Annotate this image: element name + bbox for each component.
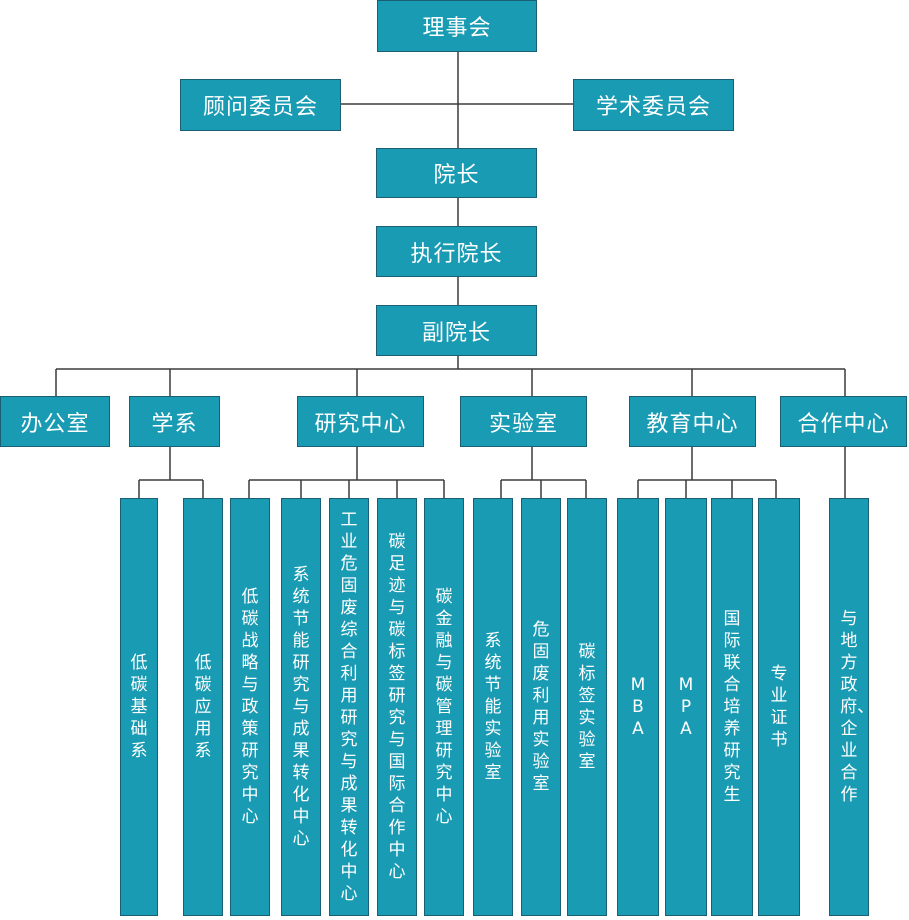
education-item-certificate: 专业证书 (758, 498, 800, 916)
research-item-carbon-footprint: 碳足迹与碳标签研究与国际合作中心 (377, 498, 417, 916)
department-item-applied: 低碳应用系 (183, 498, 223, 916)
board-node: 理事会 (377, 0, 537, 52)
office-node: 办公室 (0, 396, 110, 447)
education-center-node: 教育中心 (629, 396, 756, 447)
lab-item-solid-waste: 危固废利用实验室 (521, 498, 561, 916)
laboratory-node: 实验室 (460, 396, 587, 447)
executive-dean-node: 执行院长 (376, 226, 537, 277)
research-item-energy-saving: 系统节能研究与成果转化中心 (281, 498, 321, 916)
education-item-joint-postgrad: 国际联合培养研究生 (711, 498, 753, 916)
vice-dean-node: 副院长 (376, 305, 537, 356)
research-item-solid-waste: 工业危固废综合利用研究与成果转化中心 (329, 498, 369, 916)
education-item-mpa: MPA (665, 498, 707, 916)
research-item-carbon-finance: 碳金融与碳管理研究中心 (424, 498, 464, 916)
department-node: 学系 (129, 396, 220, 447)
research-center-node: 研究中心 (297, 396, 424, 447)
dean-node: 院长 (376, 148, 537, 198)
cooperation-item-government: 与地方政府、企业合作 (829, 498, 874, 916)
advisory-committee-node: 顾问委员会 (180, 79, 341, 131)
department-item-basic: 低碳基础系 (120, 498, 158, 916)
academic-committee-node: 学术委员会 (573, 79, 734, 131)
research-item-strategy: 低碳战略与政策研究中心 (230, 498, 270, 916)
education-item-mba: MBA (617, 498, 659, 916)
lab-item-carbon-label: 碳标签实验室 (567, 498, 607, 916)
lab-item-energy-saving: 系统节能实验室 (473, 498, 513, 916)
cooperation-center-node: 合作中心 (780, 396, 907, 447)
